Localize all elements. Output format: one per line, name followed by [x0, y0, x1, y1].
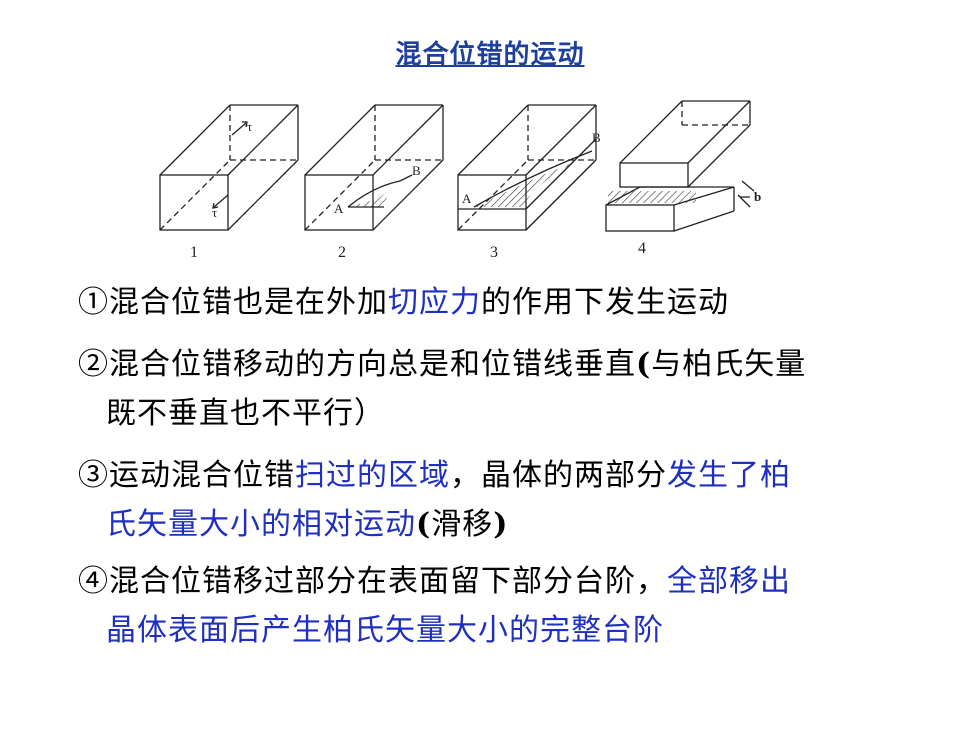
- highlight-text: 全部移出: [667, 564, 791, 599]
- paren: (: [416, 507, 432, 542]
- point-3: ③运动混合位错扫过的区域，晶体的两部分发生了柏 氏矢量大小的相对运动(滑移): [78, 451, 918, 549]
- point-number: ②: [78, 347, 109, 382]
- point-text: 滑移: [431, 507, 494, 542]
- dislocation-motion-diagram: τ τ A B A B b 1 2 3 4: [159, 100, 761, 261]
- point-text: 既不垂直也不平行）: [106, 396, 385, 431]
- slipped-area: [348, 181, 400, 207]
- panel-number: 1: [190, 244, 198, 261]
- highlight-text: 晶体表面后产生柏氏矢量大小的完整台阶: [106, 613, 664, 648]
- dislocation-line: [347, 180, 401, 208]
- burgers-arrow-top: [741, 180, 755, 192]
- panel-number: 2: [338, 244, 346, 261]
- tau-label-bottom: τ: [212, 205, 217, 220]
- paren: (: [636, 347, 652, 382]
- point-text: 混合位错也是在外加: [109, 285, 388, 320]
- panel-number: 4: [638, 240, 646, 257]
- point-text: 混合位错移过部分在表面留下部分台阶，: [109, 564, 667, 599]
- panel-2-crystal: [304, 104, 444, 231]
- panel-3-crystal: [457, 104, 597, 231]
- point-a-label: A: [462, 191, 472, 206]
- point-a-label: A: [334, 201, 344, 216]
- burgers-vector-label: b: [754, 189, 761, 204]
- highlight-text: 扫过的区域: [295, 458, 450, 493]
- point-b-label: B: [412, 163, 421, 178]
- panel-1-crystal: [159, 104, 299, 231]
- point-text: ，晶体的两部分: [450, 458, 667, 493]
- step-surface: [608, 191, 696, 203]
- highlight-text: 氏矢量大小的相对运动: [106, 507, 416, 542]
- point-2: ②混合位错移动的方向总是和位错线垂直(与柏氏矢量 既不垂直也不平行）: [78, 340, 918, 438]
- panel-4-crystal: [605, 100, 755, 232]
- point-number: ③: [78, 458, 109, 493]
- tau-arrowhead-top: [242, 121, 248, 128]
- point-number: ①: [78, 285, 109, 320]
- tau-label-top: τ: [247, 119, 252, 134]
- point-text: 混合位错移动的方向总是和位错线垂直: [109, 347, 636, 382]
- highlight-text: 发生了柏: [667, 458, 791, 493]
- point-text: 运动混合位错: [109, 458, 295, 493]
- slipped-area: [474, 155, 592, 207]
- point-4: ④混合位错移过部分在表面留下部分台阶，全部移出 晶体表面后产生柏氏矢量大小的完整…: [78, 557, 918, 655]
- point-text: 与柏氏矢量: [651, 347, 807, 382]
- highlight-text: 切应力: [388, 285, 481, 320]
- tau-arrow-top: [231, 122, 247, 136]
- tau-arrowhead-bottom: [212, 202, 219, 209]
- point-number: ④: [78, 564, 109, 599]
- tau-arrow-bottom: [213, 194, 229, 208]
- panel-number: 3: [490, 244, 498, 261]
- point-1: ①混合位错也是在外加切应力的作用下发生运动: [78, 278, 918, 327]
- dislocation-line: [473, 150, 593, 208]
- point-b-label: B: [592, 130, 601, 145]
- point-text: 的作用下发生运动: [481, 285, 729, 320]
- page-title: 混合位错的运动: [395, 40, 585, 70]
- paren: ): [493, 507, 509, 542]
